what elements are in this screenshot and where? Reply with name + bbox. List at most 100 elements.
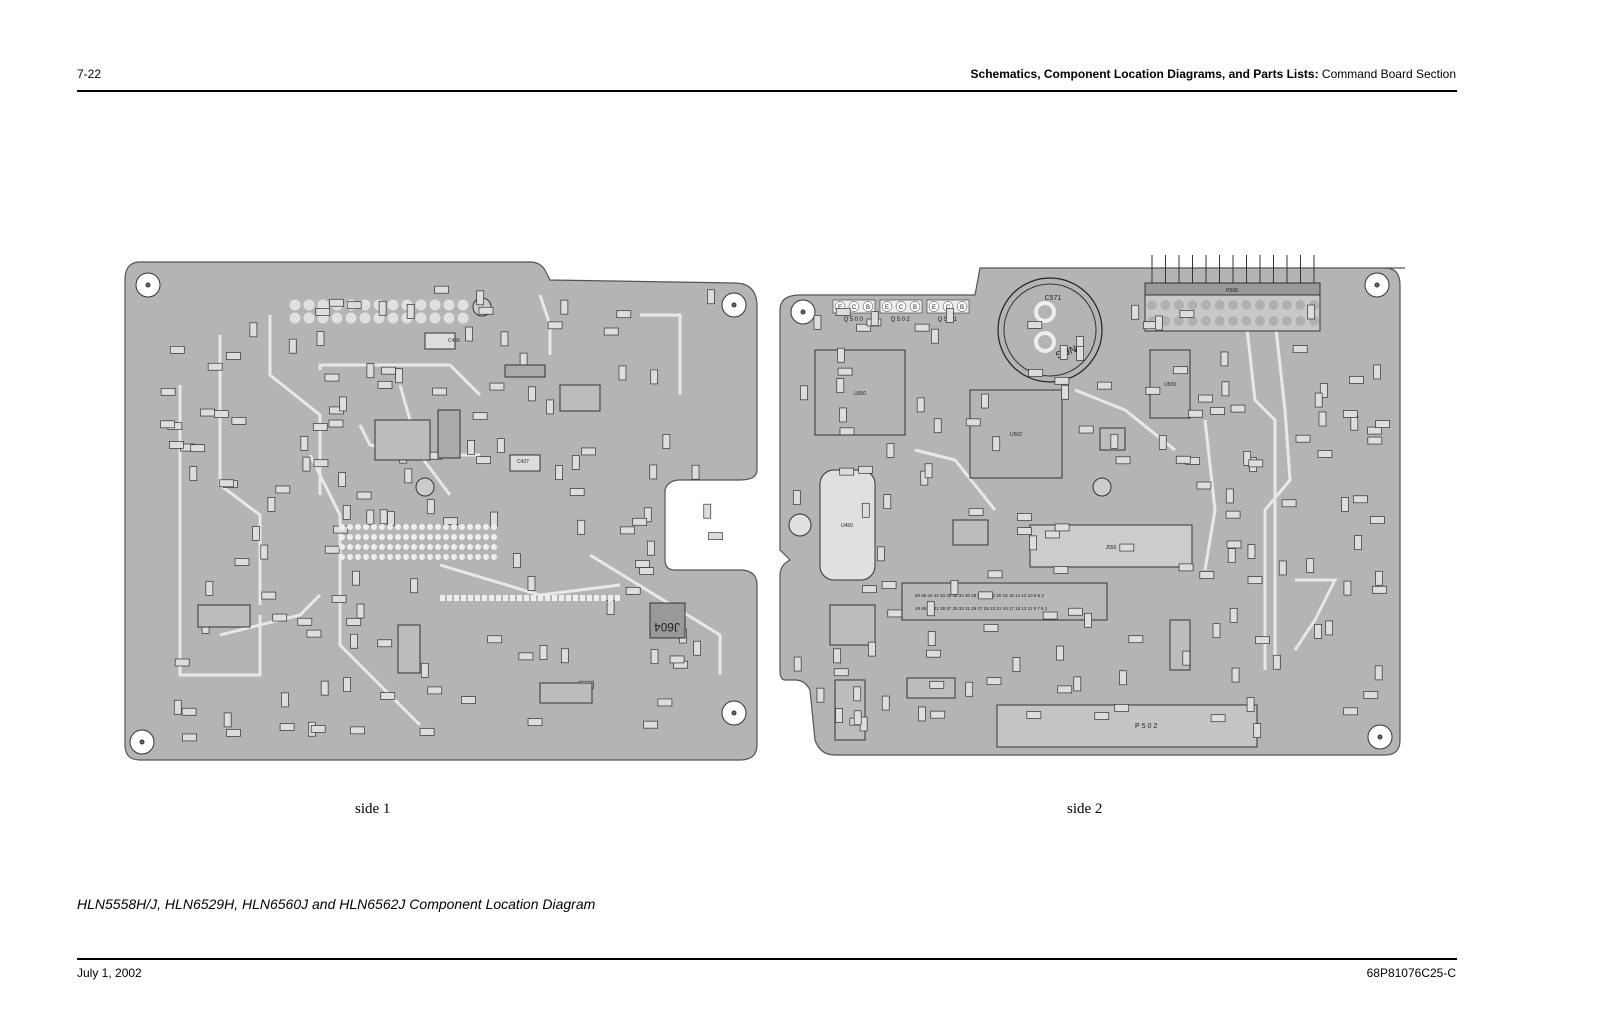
component (1128, 635, 1144, 644)
component (1029, 535, 1037, 551)
component (1094, 712, 1110, 720)
component (965, 418, 981, 427)
component (839, 407, 847, 423)
component (1342, 410, 1358, 418)
component (858, 465, 873, 474)
component (1210, 714, 1226, 723)
component (160, 420, 175, 429)
board-outline (779, 267, 1405, 756)
p508-label: P508 (1226, 288, 1238, 294)
svg-text:B: B (913, 305, 917, 311)
figure-caption: HLN5558H/J, HLN6529H, HLN6560J and HLN65… (77, 896, 596, 912)
svg-text:E: E (932, 305, 936, 311)
svg-text:B: B (866, 305, 870, 311)
component (930, 328, 939, 344)
component (226, 728, 241, 737)
component (1078, 425, 1094, 434)
component (1307, 304, 1315, 320)
svg-text:B: B (960, 305, 964, 311)
section-title: Schematics, Component Location Diagrams,… (971, 67, 1456, 81)
component (168, 441, 184, 449)
component (1246, 697, 1255, 712)
component (528, 386, 536, 402)
component (1226, 540, 1242, 549)
component (1314, 624, 1322, 639)
component (946, 308, 954, 323)
component (190, 444, 206, 453)
component (182, 733, 197, 742)
component (1374, 665, 1383, 681)
component (476, 456, 491, 465)
component (1158, 435, 1167, 450)
component (1027, 321, 1043, 329)
component (1145, 386, 1161, 395)
component (219, 479, 235, 488)
component (839, 427, 855, 436)
component (1042, 611, 1058, 620)
component (916, 397, 925, 413)
component (226, 352, 241, 360)
component (816, 687, 825, 703)
component (346, 617, 362, 626)
svg-text:49 45 43 41 39 37 35 33 31 2: 49 45 43 41 39 37 35 33 31 29 27 25 23 2… (915, 606, 1048, 611)
component (836, 378, 845, 393)
component (643, 507, 652, 523)
component (861, 502, 870, 518)
component (625, 586, 641, 595)
footer-date: July 1, 2002 (77, 966, 142, 980)
component (1061, 384, 1069, 400)
component (350, 633, 358, 649)
component (986, 677, 1002, 686)
section-title-normal: Command Board Section (1318, 67, 1456, 81)
component (1179, 310, 1195, 318)
component (1225, 510, 1241, 519)
component (1016, 513, 1032, 521)
component (261, 591, 277, 600)
component (1045, 530, 1060, 539)
component (1068, 607, 1083, 616)
component (639, 567, 654, 575)
component (512, 553, 521, 568)
section-title-bold: Schematics, Component Location Diagrams,… (970, 67, 1319, 81)
component (650, 649, 659, 665)
component (707, 289, 715, 305)
component (1350, 415, 1359, 431)
u502-ic: U502 (969, 389, 1063, 479)
svg-text:E: E (885, 305, 889, 311)
component (315, 308, 331, 316)
component (1220, 351, 1229, 367)
component (320, 680, 329, 696)
component (328, 419, 344, 428)
component (927, 631, 936, 646)
component (887, 609, 903, 618)
component (968, 508, 984, 516)
svg-text:U550: U550 (854, 391, 866, 397)
component (234, 558, 250, 566)
component (1175, 455, 1191, 464)
component (870, 311, 879, 327)
component (404, 468, 413, 484)
component (465, 326, 473, 342)
component (1054, 523, 1070, 532)
component (929, 680, 945, 689)
component (1318, 411, 1327, 427)
component (1119, 543, 1135, 552)
component (867, 641, 876, 657)
component (581, 447, 596, 456)
component (987, 570, 1003, 579)
c437-label: C437 (517, 459, 529, 465)
component (833, 648, 841, 664)
component (1053, 566, 1069, 574)
component (1178, 563, 1194, 572)
pad-row (339, 524, 620, 601)
component (800, 385, 808, 401)
u509-ic: U509 (1149, 349, 1191, 419)
component (792, 490, 801, 505)
component (708, 532, 723, 541)
svg-text:Q500: Q500 (844, 317, 865, 323)
svg-text:C: C (946, 305, 951, 311)
component (1375, 570, 1383, 586)
j604-connector: J604 (649, 602, 686, 639)
component (300, 435, 309, 451)
page-number: 7-22 (77, 67, 102, 81)
